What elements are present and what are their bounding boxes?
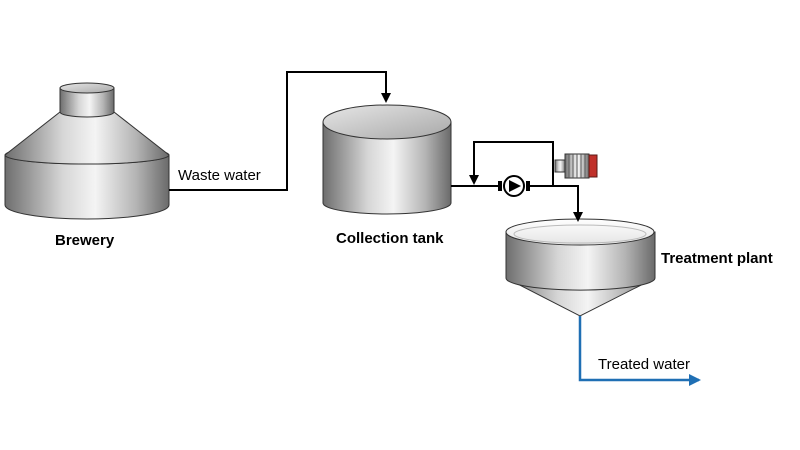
treated-water-label: Treated water <box>598 356 690 373</box>
treatment-plant <box>505 218 656 317</box>
waste-water-pipe <box>169 71 391 191</box>
return-loop-pipe <box>469 141 578 187</box>
brewery-vessel <box>4 82 170 220</box>
valve-icon <box>498 181 530 191</box>
collection-tank-label: Collection tank <box>336 230 444 247</box>
treated-water-pipe <box>578 316 701 386</box>
brewery-label: Brewery <box>55 232 115 249</box>
collection-tank <box>322 104 452 215</box>
motor-icon <box>554 153 598 179</box>
waste-water-label: Waste water <box>178 167 261 184</box>
pump-icon <box>503 175 525 197</box>
treatment-plant-label: Treatment plant <box>661 250 773 267</box>
